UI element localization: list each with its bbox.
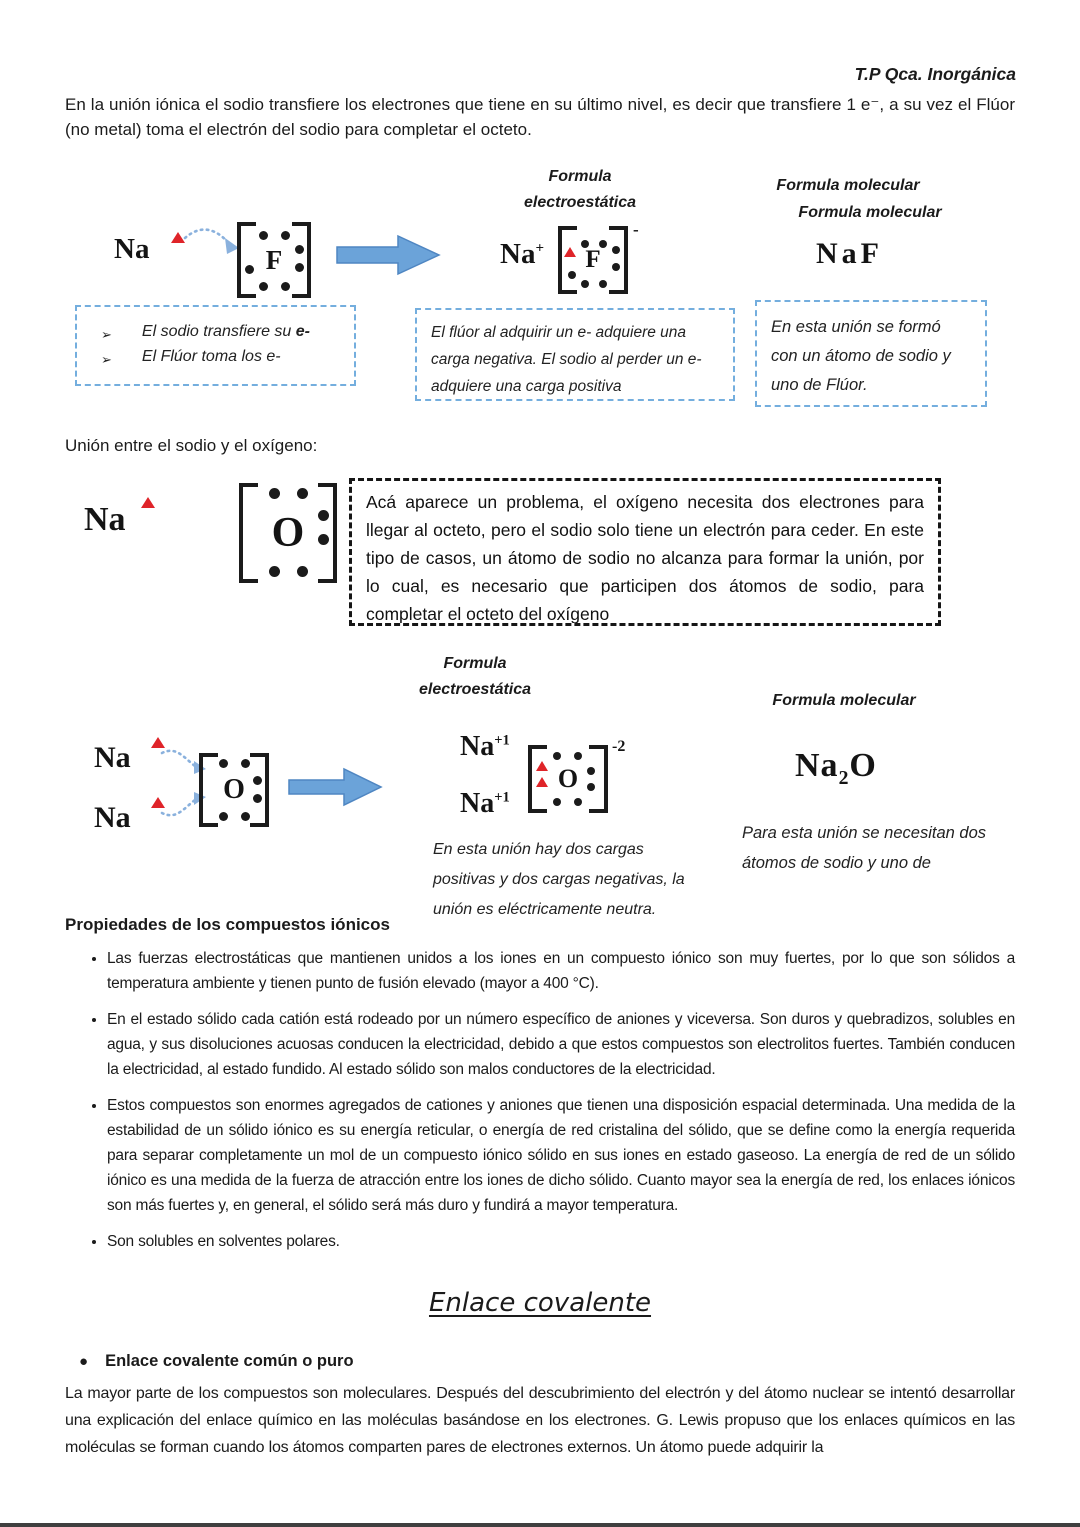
oxygen-lewis-structure: O <box>199 753 269 827</box>
sodium-cation-label: Na+1 <box>460 788 510 819</box>
na2o-figure: Formula electroestática Formula molecula… <box>0 645 1080 925</box>
anion-charge: -2 <box>612 738 626 755</box>
electron-dot <box>568 271 576 279</box>
molecular-formula-heading: Formula molecular <box>776 177 920 194</box>
problem-note-box: Acá aparece un problema, el oxígeno nece… <box>349 478 941 626</box>
electron-dot <box>219 812 228 821</box>
union-section-heading: Unión entre el sodio y el oxígeno: <box>65 436 318 455</box>
properties-title: Propiedades de los compuestos iónicos <box>65 915 390 934</box>
sodium-cation-label: Na+ <box>500 238 545 270</box>
electron-dot <box>612 263 620 271</box>
oxygen-symbol: O <box>271 510 305 556</box>
sodium-atom-label: Na <box>94 801 131 834</box>
electron-dot <box>245 265 254 274</box>
property-bullet: Las fuerzas electrostáticas que mantiene… <box>107 946 1015 996</box>
cation-charge: +1 <box>494 732 510 749</box>
electron-dot <box>253 794 262 803</box>
page-title: T.P Qca. Inorgánica <box>854 64 1016 84</box>
electron-dot <box>297 566 308 577</box>
sodium-atom-label: Na <box>84 501 126 538</box>
electron-dot <box>281 231 290 240</box>
oxygen-symbol: O <box>557 764 579 793</box>
properties-list: Las fuerzas electrostáticas que mantiene… <box>65 946 1015 1254</box>
electron-dot <box>587 767 595 775</box>
sodium-oxygen-figure: Na O Acá aparece un problema, el oxígeno… <box>0 470 1080 645</box>
note-line: ➢ El Flúor toma los e- <box>101 344 344 369</box>
transfer-note-box: ➢ El sodio transfiere su e- ➢ El Flúor t… <box>75 305 356 386</box>
formed-note-box: En esta unión se formó con un átomo de s… <box>755 300 987 407</box>
covalent-paragraph: La mayor parte de los compuestos son mol… <box>65 1385 1015 1456</box>
neutral-union-caption: En esta unión hay dos cargas positivas y… <box>433 841 685 918</box>
electron-dot <box>318 534 329 545</box>
electron-dot <box>297 488 308 499</box>
electron-dot <box>553 752 561 760</box>
sodium-atom-label: Na <box>114 233 150 265</box>
electron-dot <box>259 231 268 240</box>
electron-dot <box>574 798 582 806</box>
transferred-electron-triangle-icon <box>536 761 548 771</box>
electron-dot <box>295 263 304 272</box>
electron-dot <box>219 759 228 768</box>
transferred-electron-triangle-icon <box>536 777 548 787</box>
fluoride-anion-lewis-structure: F <box>558 226 628 294</box>
na2o-molecular-formula: Na2O <box>795 747 877 789</box>
covalent-subheading: ● Enlace covalente común o puro <box>79 1352 354 1370</box>
bullet-icon: ● <box>79 1353 89 1370</box>
electron-triangle-icon <box>141 497 155 508</box>
oxygen-symbol: O <box>223 774 245 805</box>
electrostatic-formula-heading: Formula electroestática <box>418 655 532 698</box>
electron-dot <box>599 280 607 288</box>
reaction-arrow-icon <box>288 767 383 807</box>
electron-dot <box>553 798 561 806</box>
electron-dot <box>581 280 589 288</box>
electron-dot <box>253 776 262 785</box>
naf-figure: Formula electroestática Formula molecula… <box>0 160 1080 410</box>
electron-dot <box>281 282 290 291</box>
electron-dot <box>241 812 250 821</box>
electron-dot <box>295 245 304 254</box>
transferred-electron-triangle-icon <box>564 247 576 257</box>
electron-dot <box>574 752 582 760</box>
electron-dot <box>259 282 268 291</box>
arrow-bullet-icon: ➢ <box>101 352 112 367</box>
electron-triangle-icon <box>171 232 185 243</box>
electron-dot <box>269 566 280 577</box>
property-bullet: Estos compuestos son enormes agregados d… <box>107 1093 1015 1218</box>
oxide-anion-lewis-structure: O <box>528 745 608 813</box>
ionic-properties-section: Propiedades de los compuestos iónicos La… <box>65 915 1015 1265</box>
covalent-section-heading: Enlace covalente <box>428 1288 652 1318</box>
molecular-formula-heading-duplicate: Formula molecular <box>798 204 942 221</box>
fluorine-symbol: F <box>265 244 283 275</box>
naf-molecular-formula: NaF <box>816 237 883 270</box>
fluorine-symbol: F <box>585 246 601 273</box>
property-bullet: En el estado sólido cada catión está rod… <box>107 1007 1015 1082</box>
molecular-formula-heading: Formula molecular <box>772 692 916 709</box>
atoms-needed-caption: Para esta unión se necesitan dos átomos … <box>742 824 986 872</box>
electron-dot <box>318 510 329 521</box>
page-bottom-edge <box>0 1523 1080 1527</box>
electron-dot <box>587 783 595 791</box>
electron-dot <box>612 246 620 254</box>
cation-charge: +1 <box>494 789 510 806</box>
electron-triangle-icon <box>151 737 165 748</box>
electron-dot <box>241 759 250 768</box>
electrostatic-formula-heading: Formula electroestática <box>523 168 637 211</box>
electron-dot <box>269 488 280 499</box>
fluorine-lewis-structure: F <box>237 222 311 298</box>
reaction-arrow-icon <box>336 234 441 276</box>
anion-charge: - <box>633 220 639 239</box>
charges-note-box: El flúor al adquirir un e- adquiere una … <box>415 308 735 401</box>
electron-transfer-arrow-icon <box>183 228 239 254</box>
electron-triangle-icon <box>151 797 165 808</box>
intro-paragraph: En la unión iónica el sodio transfiere l… <box>65 95 1015 139</box>
oxygen-lewis-structure: O <box>239 483 337 583</box>
note-line: ➢ El sodio transfiere su e- <box>101 319 344 344</box>
electron-dot <box>599 240 607 248</box>
cation-charge: + <box>535 240 545 257</box>
arrow-bullet-icon: ➢ <box>101 327 112 342</box>
electron-dot <box>581 240 589 248</box>
sodium-atom-label: Na <box>94 741 131 774</box>
property-bullet: Son solubles en solventes polares. <box>107 1229 1015 1254</box>
sodium-cation-label: Na+1 <box>460 731 510 762</box>
